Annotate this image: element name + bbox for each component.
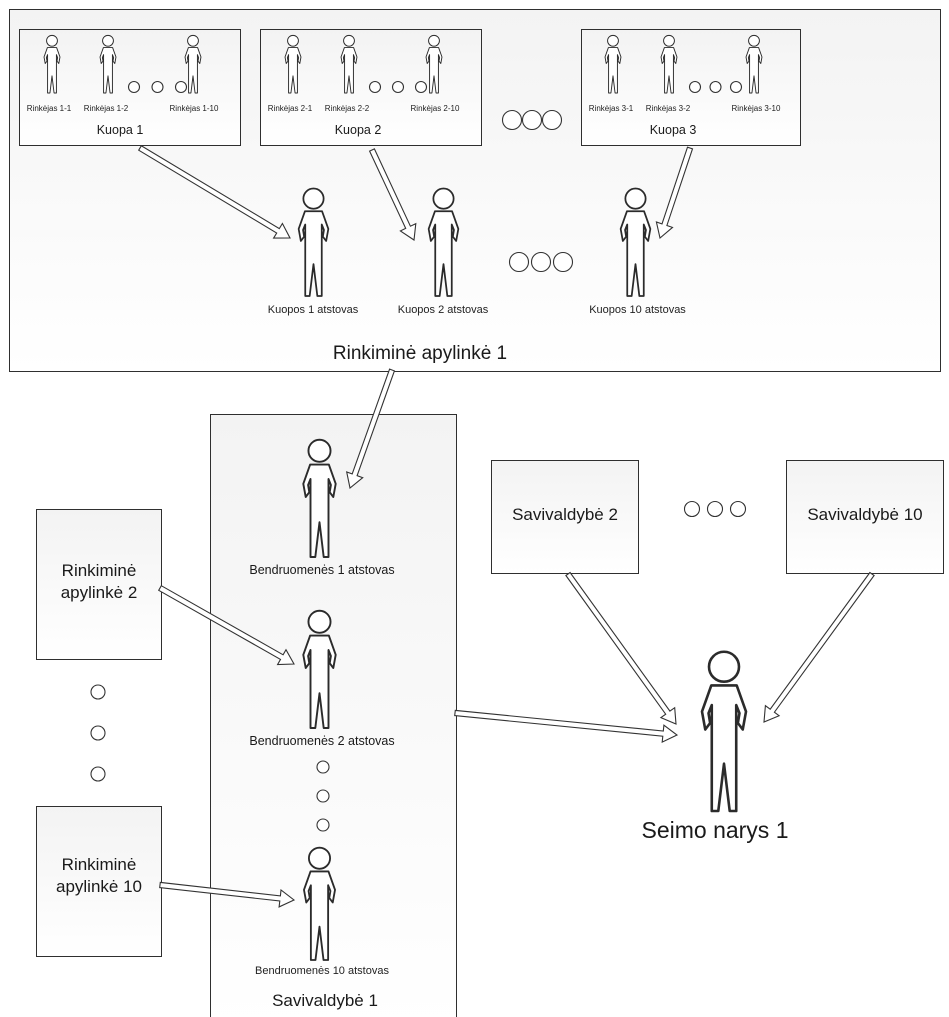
representative-icon (619, 187, 652, 298)
voter-label: Rinkėjas 3-2 (645, 104, 691, 113)
voter-icon (284, 34, 302, 94)
squad-title: Kuopa 3 (649, 123, 697, 137)
district-2-box (36, 509, 162, 660)
ellipsis-dot (541, 109, 563, 131)
representative-icon (302, 846, 337, 962)
voter-label: Rinkėjas 3-1 (588, 104, 634, 113)
voter-label: Rinkėjas 2-1 (267, 104, 313, 113)
voter-icon (43, 34, 61, 94)
parliament-member-label: Seimo narys 1 (641, 817, 789, 843)
ellipsis-dot (414, 80, 428, 94)
ellipsis-dot (316, 818, 330, 832)
ellipsis-dot (706, 500, 724, 518)
representative-icon (302, 609, 337, 730)
ellipsis-dot (316, 789, 330, 803)
municipality-2-title: Savivaldybė 2 (512, 505, 618, 524)
ellipsis-dot (391, 80, 405, 94)
voter-label: Rinkėjas 1-2 (83, 104, 129, 113)
voter-icon (745, 34, 763, 94)
squad-representative-label: Kuopos 1 atstovas (267, 304, 359, 316)
squad-title: Kuopa 1 (96, 123, 144, 137)
ellipsis-dot (90, 684, 106, 700)
arrow (159, 881, 296, 908)
arrow (157, 584, 295, 666)
municipality-2-box (491, 460, 639, 574)
ellipsis-dot (729, 80, 743, 94)
municipality-1-title: Savivaldybė 1 (272, 991, 378, 1010)
parliament-member-icon (700, 650, 748, 813)
arrow (137, 145, 291, 239)
ellipsis-dot (521, 109, 543, 131)
ellipsis-dot (709, 80, 722, 94)
squad-title: Kuopa 2 (334, 123, 382, 137)
ellipsis-dot (151, 80, 164, 94)
voter-label: Rinkėjas 2-2 (324, 104, 370, 113)
voter-label: Rinkėjas 2-10 (410, 104, 460, 113)
voter-label: Rinkėjas 3-10 (731, 104, 781, 113)
arrow (368, 148, 417, 241)
arrow (763, 571, 875, 723)
voter-icon (340, 34, 358, 94)
voter-icon (425, 34, 443, 94)
municipality-10-box (786, 460, 944, 574)
ellipsis-dot (90, 725, 106, 741)
ellipsis-dot (683, 500, 701, 518)
district-2-title: Rinkiminė apylinkė 2 (60, 561, 138, 603)
district-1-title: Rinkiminė apylinkė 1 (332, 343, 508, 364)
arrow (565, 571, 677, 725)
voter-icon (99, 34, 117, 94)
ellipsis-dot (90, 766, 106, 782)
municipality-10-title: Savivaldybė 10 (807, 505, 923, 524)
voter-label: Rinkėjas 1-1 (26, 104, 72, 113)
squad-representative-label: Kuopos 10 atstovas (589, 304, 686, 316)
arrow (454, 709, 679, 744)
ellipsis-dot (530, 251, 552, 273)
ellipsis-dot (508, 251, 530, 273)
ellipsis-dot (552, 251, 574, 273)
arrow (345, 368, 396, 489)
ellipsis-dot (729, 500, 747, 518)
ellipsis-dot (174, 80, 188, 94)
voter-label: Rinkėjas 1-10 (169, 104, 219, 113)
representative-icon (297, 187, 330, 298)
district-10-box (36, 806, 162, 957)
ellipsis-dot (368, 80, 382, 94)
ellipsis-dot (316, 760, 330, 774)
ellipsis-dot (688, 80, 702, 94)
ellipsis-dot (501, 109, 523, 131)
representative-icon (427, 187, 460, 298)
community-representative-label: Bendruomenės 2 atstovas (249, 734, 395, 748)
municipality-1-box (210, 414, 457, 1017)
ellipsis-dot (127, 80, 141, 94)
district-10-title: Rinkiminė apylinkė 10 (55, 855, 142, 897)
voter-icon (184, 34, 202, 94)
voter-icon (660, 34, 678, 94)
squad-representative-label: Kuopos 2 atstovas (397, 304, 489, 316)
community-representative-label: Bendruomenės 10 atstovas (255, 965, 389, 977)
community-representative-label: Bendruomenės 1 atstovas (249, 563, 395, 577)
representative-icon (302, 438, 337, 559)
arrow (655, 146, 694, 240)
voter-icon (604, 34, 622, 94)
